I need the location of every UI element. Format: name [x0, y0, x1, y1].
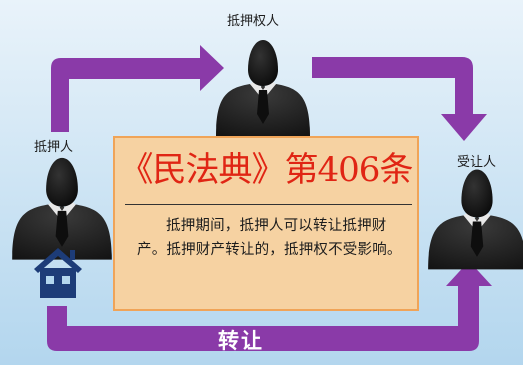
mortgagor-label: 抵押人: [34, 140, 74, 155]
arrow-transfer: [47, 261, 492, 351]
arrow-mortgagee-to-transferee: [312, 57, 487, 141]
title-divider: [125, 204, 412, 205]
transfer-label: 转让: [218, 329, 264, 353]
transferee-label: 受让人: [457, 155, 497, 170]
law-text: 抵押期间，抵押人可以转让抵押财产。抵押财产转让的，抵押权不受影响。: [137, 218, 402, 258]
mortgagee-label: 抵押权人: [227, 14, 280, 29]
law-article-box: 《民法典》第406条 抵押期间，抵押人可以转让抵押财产。抵押财产转让的，抵押权不…: [113, 136, 419, 311]
law-title: 《民法典》第406条: [119, 150, 414, 190]
arrow-mortgagor-to-mortgagee: [51, 45, 224, 132]
house-icon: [34, 248, 82, 298]
